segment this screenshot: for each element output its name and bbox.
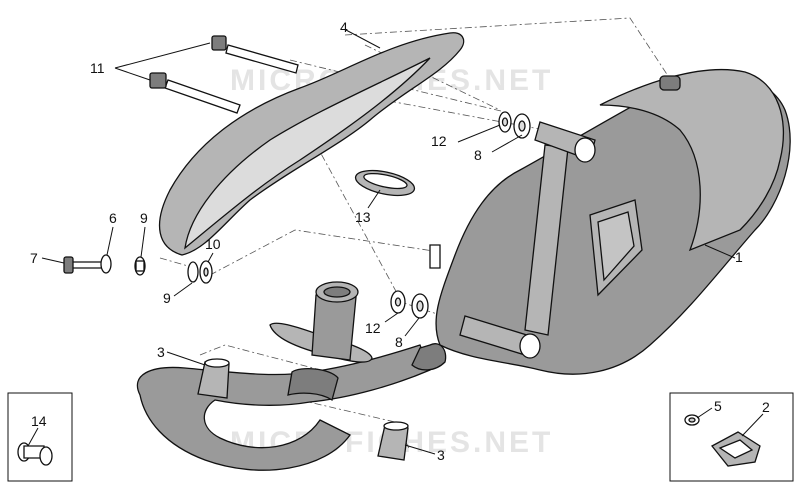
- callout-14: 14: [31, 413, 47, 429]
- callout-8-lower: 8: [395, 334, 403, 350]
- callout-13: 13: [355, 209, 371, 225]
- inset-box-left: [7, 392, 73, 482]
- callout-3-upper: 3: [157, 344, 165, 360]
- bolt-upper: [211, 35, 299, 74]
- callout-8-upper: 8: [474, 147, 482, 163]
- callout-11: 11: [90, 60, 105, 76]
- callout-labels: 1 2 3 3 4 5 6 7 8 8 9 9 10 11 12 12 13 1…: [30, 19, 770, 463]
- inset-box-right: [669, 392, 794, 482]
- alignment-lines: [159, 17, 673, 451]
- callout-2: 2: [762, 399, 770, 415]
- bolt-lower: [149, 72, 241, 114]
- muffler: [411, 68, 791, 375]
- sleeve-lower: [377, 421, 409, 461]
- washers-lower: [390, 290, 429, 319]
- leader-lines: [27, 29, 764, 455]
- callout-12-upper: 12: [431, 133, 447, 149]
- callout-4: 4: [340, 19, 348, 35]
- callout-6: 6: [109, 210, 117, 226]
- callout-9-lower: 9: [163, 290, 171, 306]
- callout-7: 7: [30, 250, 38, 266]
- callout-9-upper: 9: [140, 210, 148, 226]
- callout-12-lower: 12: [365, 320, 381, 336]
- side-fasteners: [63, 254, 213, 284]
- callout-10: 10: [205, 236, 221, 252]
- callout-5: 5: [714, 398, 722, 414]
- sleeve-upper: [197, 358, 230, 399]
- heat-shield: [158, 32, 465, 256]
- washers-upper: [498, 111, 531, 139]
- gasket-ring: [354, 169, 416, 197]
- callout-3-lower: 3: [437, 447, 445, 463]
- callout-1: 1: [735, 249, 743, 265]
